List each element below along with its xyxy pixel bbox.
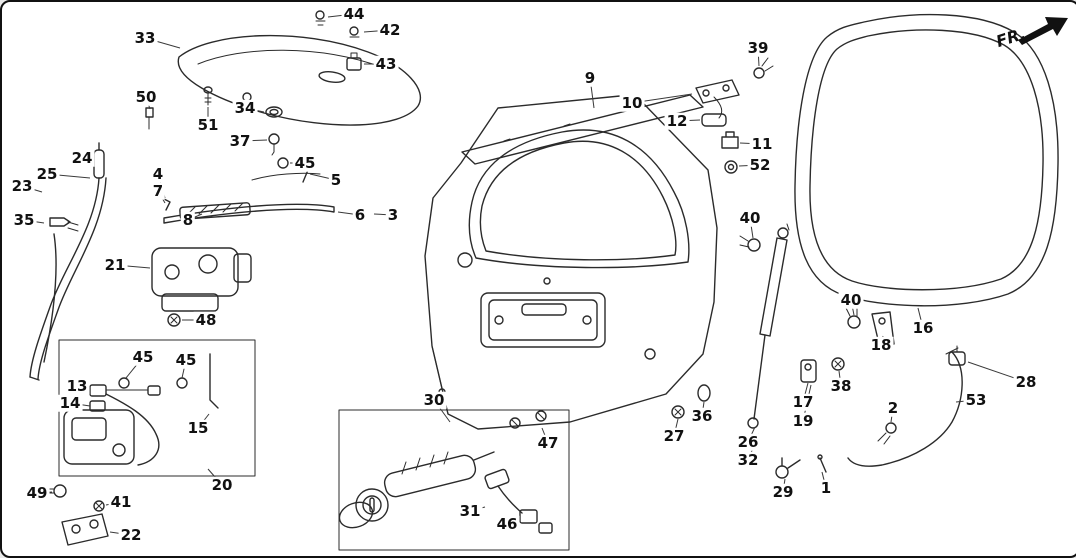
washer-tube-assembly	[29, 142, 107, 381]
screw-41	[93, 500, 105, 512]
part-label-51: 51	[195, 115, 221, 134]
part-label-13: 13	[64, 376, 90, 395]
part-label-20: 20	[209, 475, 235, 494]
drain-tube-53	[847, 347, 963, 467]
part-label-19: 19	[790, 411, 816, 430]
part-label-26: 26	[735, 432, 761, 451]
part-label-35: 35	[11, 210, 37, 229]
part-label-42: 42	[377, 20, 403, 39]
part-label-23: 23	[9, 176, 35, 195]
bolt-47-left	[509, 417, 521, 429]
clip-28	[948, 345, 966, 366]
part-label-3: 3	[385, 205, 401, 224]
part-label-44: 44	[341, 4, 367, 23]
part-label-47: 47	[535, 433, 561, 452]
grommet-34	[265, 106, 283, 118]
part-label-31: 31	[457, 501, 483, 520]
fr-direction-arrow	[1018, 17, 1068, 45]
part-label-25: 25	[34, 164, 60, 183]
part-label-11: 11	[749, 134, 775, 153]
part-label-48: 48	[193, 310, 219, 329]
part-label-14: 14	[57, 393, 83, 412]
part-label-7: 7	[150, 181, 166, 200]
part-label-9: 9	[582, 68, 598, 87]
part-label-10: 10	[619, 93, 645, 112]
lock-cylinder-group	[338, 409, 570, 551]
hinge-pad-12	[701, 113, 727, 127]
nut-45-upper	[277, 157, 289, 169]
screw-51	[203, 86, 213, 106]
clip-42	[349, 26, 360, 38]
hinge-10	[695, 79, 740, 119]
grommet-36	[697, 384, 711, 402]
part-label-32: 32	[735, 450, 761, 469]
part-label-50: 50	[133, 87, 159, 106]
tailgate-latch	[151, 247, 252, 312]
clip-44	[315, 10, 326, 26]
part-label-17: 17	[790, 392, 816, 411]
part-label-49: 49	[24, 483, 50, 502]
part-label-36: 36	[689, 406, 715, 425]
part-label-30: 30	[421, 390, 447, 409]
part-label-2: 2	[885, 398, 901, 417]
part-label-37: 37	[227, 131, 253, 150]
part-label-28: 28	[1013, 372, 1039, 391]
bolt-38	[831, 357, 845, 371]
part-label-21: 21	[102, 255, 128, 274]
part-label-6: 6	[352, 205, 368, 224]
part-label-39: 39	[745, 38, 771, 57]
part-label-33: 33	[132, 28, 158, 47]
clip-43	[346, 52, 362, 71]
part-label-40: 40	[838, 290, 864, 309]
part-label-1: 1	[818, 478, 834, 497]
striker-bracket-22	[61, 513, 109, 546]
part-label-45: 45	[292, 153, 318, 172]
weatherstrip-seal	[794, 13, 1059, 307]
lock-cylinder-30	[383, 454, 477, 498]
bolt-40-upper	[739, 235, 761, 252]
part-label-16: 16	[910, 318, 936, 337]
tailgate-panel	[424, 95, 718, 430]
part-label-29: 29	[770, 482, 796, 501]
part-label-38: 38	[828, 376, 854, 395]
nut-45-left	[118, 377, 130, 389]
part-label-15: 15	[185, 418, 211, 437]
part-label-52: 52	[747, 155, 773, 174]
part-label-8: 8	[180, 210, 196, 229]
connector-46	[519, 509, 538, 524]
bolt-27	[671, 405, 685, 419]
bolt-39	[753, 57, 774, 79]
part-label-40: 40	[737, 208, 763, 227]
part-label-41: 41	[108, 492, 134, 511]
trim-rod-set	[161, 157, 335, 224]
bolt-48	[167, 313, 181, 327]
part-label-12: 12	[664, 111, 690, 130]
rod-15	[209, 353, 219, 409]
screw-37	[268, 133, 280, 156]
bolt-47-right	[535, 410, 547, 422]
part-label-5: 5	[328, 170, 344, 189]
part-label-24: 24	[69, 148, 95, 167]
part-label-45: 45	[173, 350, 199, 369]
part-label-27: 27	[661, 426, 687, 445]
part-label-45: 45	[130, 347, 156, 366]
stud-2	[877, 422, 897, 445]
part-label-34: 34	[232, 98, 258, 117]
part-label-53: 53	[963, 390, 989, 409]
lock-switch-31	[484, 468, 510, 490]
nut-52	[724, 160, 738, 174]
gas-strut	[747, 223, 790, 429]
part-label-18: 18	[868, 335, 894, 354]
part-label-46: 46	[494, 514, 520, 533]
pin-1	[817, 454, 827, 473]
hinge-18	[871, 311, 895, 349]
joint-29	[775, 457, 801, 479]
part-label-43: 43	[373, 54, 399, 73]
part-label-22: 22	[118, 525, 144, 544]
bolt-40-lower	[845, 306, 861, 329]
clip-11	[721, 131, 739, 149]
stop-17-19	[800, 359, 817, 383]
part-label-4: 4	[150, 164, 166, 183]
